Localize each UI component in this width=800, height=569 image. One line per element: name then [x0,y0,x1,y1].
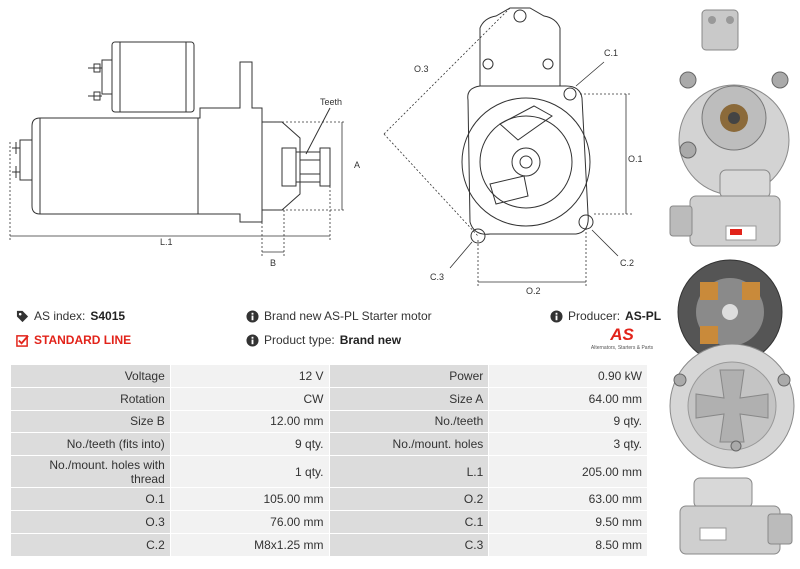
spec-label: O.2 [328,487,490,511]
label-c2: C.2 [620,258,634,268]
product-type-label: Product type: [264,333,335,347]
spec-value: CW [169,386,330,411]
photo-end-cap [669,343,795,469]
label-o2: O.2 [526,286,541,296]
spec-value: 63.00 mm [488,487,648,511]
spec-value: 9.50 mm [488,509,648,534]
photo-side-view-2 [679,477,793,555]
technical-drawing: Teeth A B L.1 O.3 O.1 O.2 C.1 C.2 C [9,7,643,296]
spec-label: No./teeth (fits into) [10,432,171,457]
logo-tagline: Alternators, Starters & Parts [590,345,654,351]
brand-logo: AS Alternators, Starters & Parts [590,326,654,356]
label-c1: C.1 [604,48,618,58]
info-icon [246,333,259,347]
spec-label: No./teeth [328,409,490,434]
product-photos [669,9,795,555]
checkbox-icon [16,334,29,347]
spec-label: O.1 [10,487,171,511]
spec-value: 9 qty. [488,409,648,434]
spec-label: No./mount. holes with thread [10,455,171,489]
spec-label: C.2 [10,532,171,557]
as-index: AS index: S4015 [16,309,125,323]
spec-label: L.1 [328,455,490,489]
spec-label: Voltage [10,364,171,388]
tag-icon [16,310,29,322]
spec-label: Size B [10,409,171,434]
label-b: B [270,258,276,268]
spec-label: O.3 [10,509,171,534]
as-index-value: S4015 [90,309,126,323]
spec-value: 12 V [169,364,330,388]
spec-value: 64.00 mm [488,386,648,411]
spec-label: C.3 [328,532,490,557]
photo-side-view [669,169,781,247]
spec-value: 0.90 kW [488,364,648,388]
label-l1: L.1 [160,237,173,247]
label-o1: O.1 [628,154,643,164]
spec-label: Rotation [10,386,171,411]
description-text: Brand new AS-PL Starter motor [264,309,432,323]
producer: Producer: AS-PL [550,309,661,323]
spec-row: No./teeth (fits into)9 qty.No./mount. ho… [10,432,648,457]
spec-value: 105.00 mm [169,487,330,511]
info-icon [246,309,259,323]
standard-line-text: STANDARD LINE [34,333,132,347]
spec-value: 76.00 mm [169,509,330,534]
spec-label: Power [328,364,490,388]
product-type-value: Brand new [339,333,402,347]
standard-line: STANDARD LINE [16,333,131,347]
spec-value: 3 qty. [488,432,648,457]
producer-value: AS-PL [625,309,662,323]
as-index-label: AS index: [34,309,86,323]
spec-label: No./mount. holes [328,432,490,457]
label-teeth: Teeth [320,97,342,107]
spec-value: 9 qty. [169,432,330,457]
spec-value: M8x1.25 mm [169,532,330,557]
producer-label: Producer: [568,309,621,323]
spec-value: 205.00 mm [488,455,648,489]
photo-rear-view [677,259,783,365]
spec-label: C.1 [328,509,490,534]
label-c3: C.3 [430,272,444,282]
spec-value: 8.50 mm [488,532,648,557]
info-icon [550,309,563,323]
product-type: Product type: Brand new [246,333,401,347]
spec-label: Size A [328,386,490,411]
spec-value: 12.00 mm [169,409,330,434]
product-description: Brand new AS-PL Starter motor [246,309,432,323]
photo-front-view [678,9,790,196]
label-o3: O.3 [414,64,429,74]
label-a: A [354,160,360,170]
spec-value: 1 qty. [169,455,330,489]
logo-mark: AS [610,325,634,344]
